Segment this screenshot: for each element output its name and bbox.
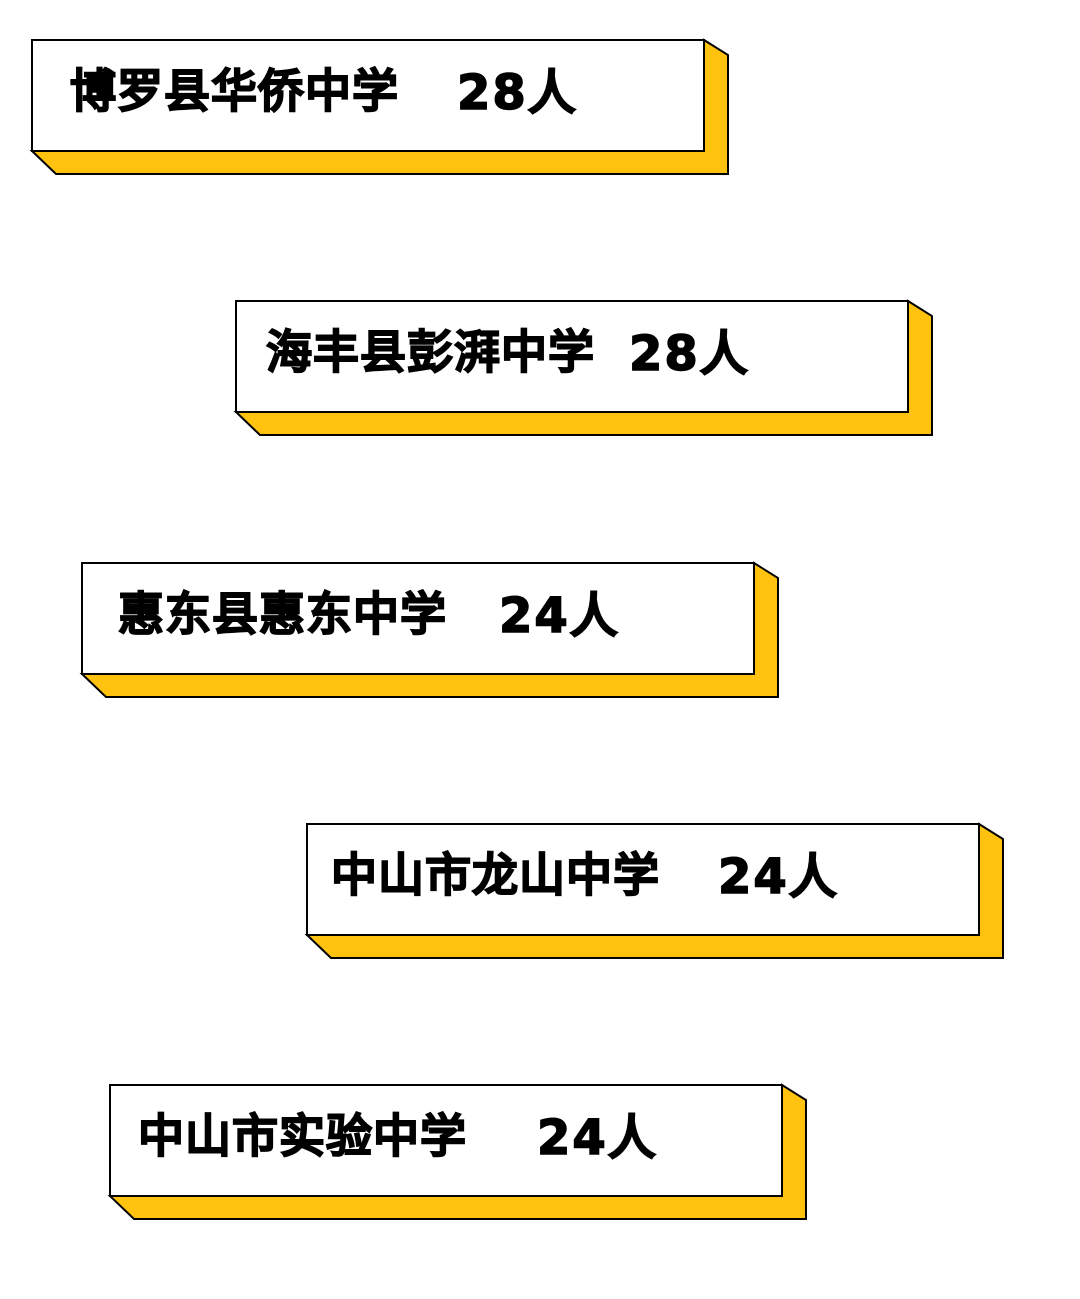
school-name: 博罗县华侨中学: [69, 63, 399, 119]
card-label: 海丰县彭湃中学 28人: [265, 309, 750, 389]
card-label: 博罗县华侨中学 28人: [69, 48, 578, 128]
student-count: 24人: [717, 848, 839, 906]
card-3d-box: [304, 822, 1004, 959]
school-card: 惠东县惠东中学 24人: [79, 561, 779, 699]
school-card: 博罗县华侨中学 28人: [29, 38, 729, 176]
school-name: 中山市龙山中学: [330, 847, 660, 903]
card-3d-box: [29, 38, 729, 175]
student-count: 28人: [628, 325, 750, 383]
school-card: 中山市实验中学 24人: [107, 1083, 807, 1221]
student-count: 24人: [498, 587, 620, 645]
student-count: 24人: [536, 1109, 658, 1167]
school-card: 中山市龙山中学 24人: [304, 822, 1004, 960]
school-name: 中山市实验中学: [137, 1108, 467, 1164]
card-label: 惠东县惠东中学 24人: [117, 571, 620, 651]
card-3d-box: [233, 299, 933, 436]
school-name: 海丰县彭湃中学: [265, 324, 595, 380]
card-3d-box: [107, 1083, 807, 1220]
school-name: 惠东县惠东中学: [117, 586, 447, 642]
school-card: 海丰县彭湃中学 28人: [233, 299, 933, 437]
card-3d-box: [79, 561, 779, 698]
card-label: 中山市实验中学 24人: [137, 1093, 658, 1173]
student-count: 28人: [456, 64, 578, 122]
card-label: 中山市龙山中学 24人: [330, 832, 839, 912]
